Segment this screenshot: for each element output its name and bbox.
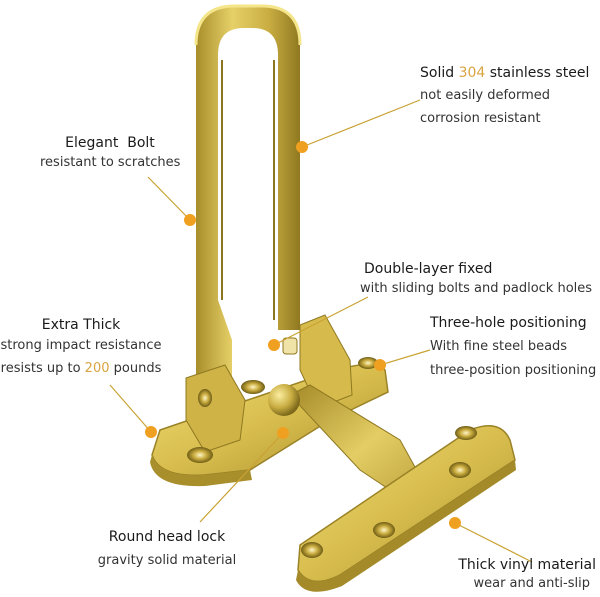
- dot-extra-thick: [145, 426, 157, 438]
- dot-three-hole: [374, 359, 386, 371]
- callout-title: Double-layer fixed: [364, 261, 493, 277]
- strike-plate: [296, 425, 516, 592]
- callout-dots: [145, 141, 461, 529]
- callout-line: three-position positioning: [430, 363, 597, 378]
- callout-line: with sliding bolts and padlock holes: [360, 281, 593, 296]
- dot-round-head: [277, 427, 289, 439]
- callout-title: Extra Thick: [41, 317, 121, 333]
- callout-line: strong impact resistance: [0, 338, 162, 353]
- callout-title: Three-hole positioning: [430, 315, 587, 331]
- u-bolt: [194, 4, 302, 385]
- callout-round-head: Round head lock gravity solid material: [92, 530, 242, 567]
- callout-title: Thick vinyl material: [458, 557, 596, 573]
- callout-double-layer: Double-layer fixed with sliding bolts an…: [360, 262, 592, 295]
- callout-title: Solid 304 stainless steel: [420, 65, 590, 81]
- callout-line: gravity solid material: [97, 553, 237, 568]
- callout-line: not easily deformed: [420, 88, 551, 103]
- callout-line: corrosion resistant: [420, 111, 541, 126]
- dot-solid-steel: [296, 141, 308, 153]
- callout-title: Elegant Bolt: [65, 135, 155, 151]
- dot-elegant-bolt: [184, 214, 196, 226]
- callout-solid-steel: Solid 304 stainless steel not easily def…: [420, 66, 589, 125]
- callout-line: With fine steel beads: [430, 339, 568, 354]
- dot-thick-vinyl: [449, 517, 461, 529]
- callout-extra-thick: Extra Thick strong impact resistance res…: [0, 318, 162, 375]
- leader-lines: [109, 99, 533, 563]
- callout-line: resistant to scratches: [40, 155, 181, 170]
- callout-line: resists up to 200 pounds: [0, 361, 162, 376]
- callout-line: wear and anti-slip: [473, 576, 590, 591]
- callout-title: Round head lock: [108, 529, 226, 545]
- dot-double-layer: [268, 339, 280, 351]
- callout-thick-vinyl: Thick vinyl material wear and anti-slip: [450, 558, 596, 590]
- left-base-plate: [150, 314, 389, 487]
- callout-three-hole: Three-hole positioning With fine steel b…: [430, 316, 596, 377]
- callout-elegant-bolt: Elegant Bolt resistant to scratches: [40, 136, 180, 169]
